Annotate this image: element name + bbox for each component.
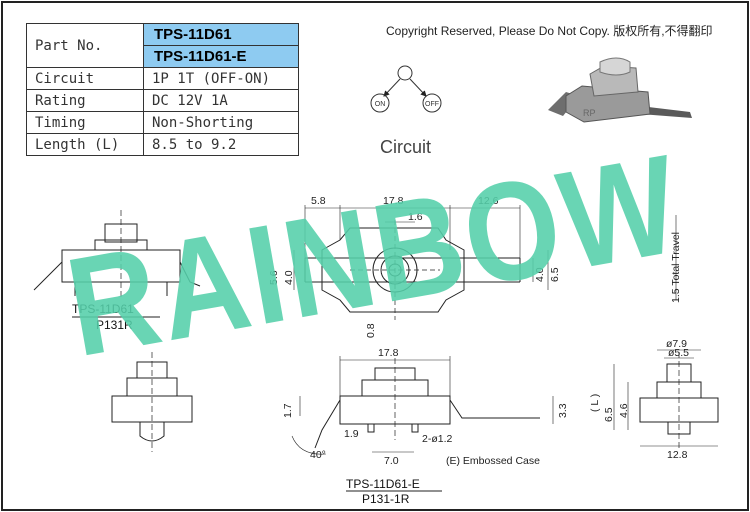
side-dim-19: 1.9 [344, 428, 359, 440]
top-dim-56: 5.6 [268, 270, 280, 285]
top-dim-58: 5.8 [311, 195, 326, 207]
timing-value: Non-Shorting [143, 111, 299, 134]
bottom-model-name: TPS-11D61-E [346, 477, 420, 491]
side-dim-holes: 2-ø1.2 [422, 433, 453, 445]
end-dim-46: 4.6 [618, 403, 630, 418]
end-dim-79: ø7.9 [666, 338, 687, 350]
top-dim-40-left: 4.0 [283, 270, 295, 285]
top-dim-40-right: 4.0 [534, 267, 546, 282]
top-dim-65: 6.5 [549, 267, 561, 282]
length-value: 8.5 to 9.2 [143, 133, 299, 156]
side-dim-70: 7.0 [384, 455, 399, 467]
spec-table: Part No. TPS-11D61 TPS-11D61-E Circuit 1… [26, 23, 299, 156]
side-dim-178: 17.8 [378, 347, 399, 359]
end-dim-55: ø5.5 [668, 347, 689, 359]
travel-label: 1.5 Total Travel [670, 232, 682, 303]
switch-photo: RP [548, 57, 692, 123]
part-number-1: TPS-11D61 [143, 23, 299, 46]
top-view [293, 205, 549, 320]
top-dim-08: 0.8 [365, 323, 377, 338]
side-dim-17: 1.7 [282, 403, 294, 418]
bottom-model-code: P131-1R [362, 492, 410, 506]
copyright-notice: Copyright Reserved, Please Do Not Copy. … [386, 24, 713, 38]
circuit-symbol [370, 65, 442, 113]
circuit-off-label: OFF [425, 101, 439, 108]
top-dim-16: 1.6 [408, 211, 423, 223]
embossed-case-label: (E) Embossed Case [446, 455, 540, 467]
circuit-label: Circuit [26, 67, 144, 90]
left-side-view [33, 210, 201, 300]
side-view-bottom [291, 356, 554, 455]
part-number-2: TPS-11D61-E [143, 45, 299, 68]
photo-mark: RP [583, 108, 596, 118]
top-dim-126: 12.6 [478, 195, 499, 207]
end-dim-65: 6.5 [603, 407, 615, 422]
front-view-left [111, 352, 193, 452]
circuit-on-label: ON [375, 101, 386, 108]
end-dim-L: ( L ) [589, 394, 601, 412]
left-model-code: P131R [96, 318, 133, 332]
top-dim-178: 17.8 [383, 195, 404, 207]
side-dim-angle: 40° [310, 449, 326, 461]
end-view-right [613, 349, 719, 448]
circuit-caption: Circuit [380, 137, 432, 157]
end-dim-128: 12.8 [667, 449, 688, 461]
left-model-name: TPS-11D61 [72, 302, 134, 316]
length-label: Length (L) [26, 133, 144, 156]
circuit-value: 1P 1T (OFF-ON) [143, 67, 299, 90]
side-dim-33: 3.3 [557, 403, 569, 418]
rainbow-watermark: RAINBOW [57, 124, 692, 386]
